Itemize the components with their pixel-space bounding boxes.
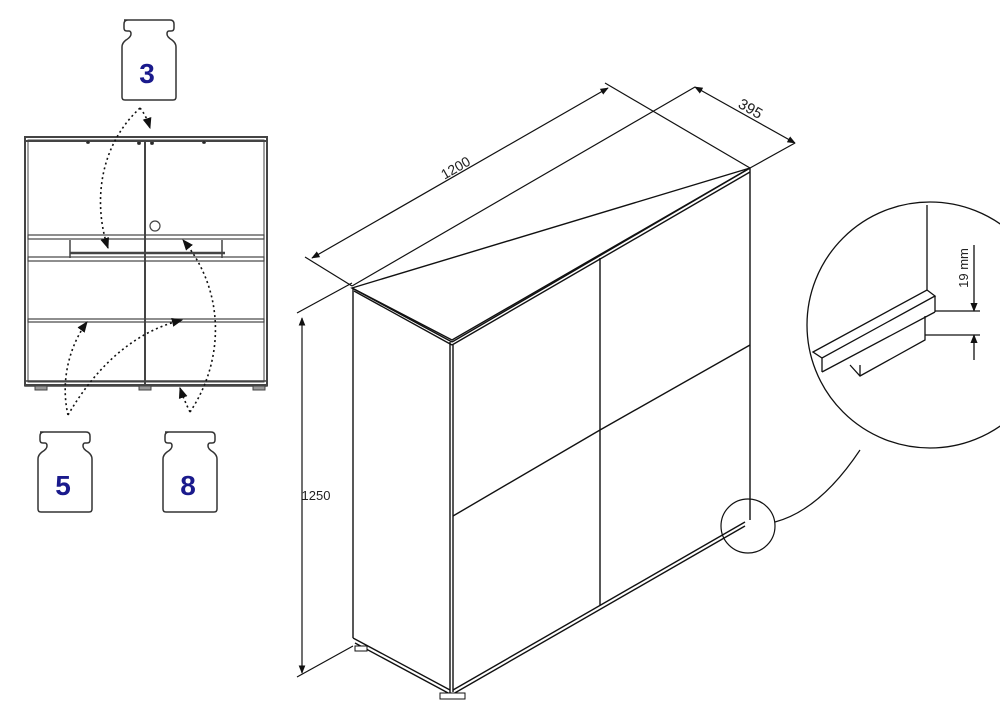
weight-label-5: 5 xyxy=(55,470,71,501)
dimension-depth xyxy=(694,86,796,169)
dimension-width-label: 1200 xyxy=(438,153,473,183)
detail-dimension-label: 19 mm xyxy=(956,248,971,288)
dimension-height xyxy=(296,282,354,678)
weight-icon-3: 3 xyxy=(121,19,177,101)
weight-label-8: 8 xyxy=(180,470,196,501)
detail-view xyxy=(806,201,1000,449)
detail-callout-circle xyxy=(720,498,776,554)
weight-label-3: 3 xyxy=(139,58,155,89)
weight-icon-8: 8 xyxy=(162,431,218,513)
weight-icon-5: 5 xyxy=(37,431,93,513)
dimension-depth-label: 395 xyxy=(735,95,765,122)
front-view-cabinet xyxy=(24,136,268,391)
load-arrows xyxy=(64,107,217,416)
isometric-cabinet xyxy=(350,167,751,700)
dimension-width xyxy=(304,82,751,287)
dimension-height-label: 1250 xyxy=(302,488,331,503)
detail-leader-line xyxy=(774,449,861,523)
